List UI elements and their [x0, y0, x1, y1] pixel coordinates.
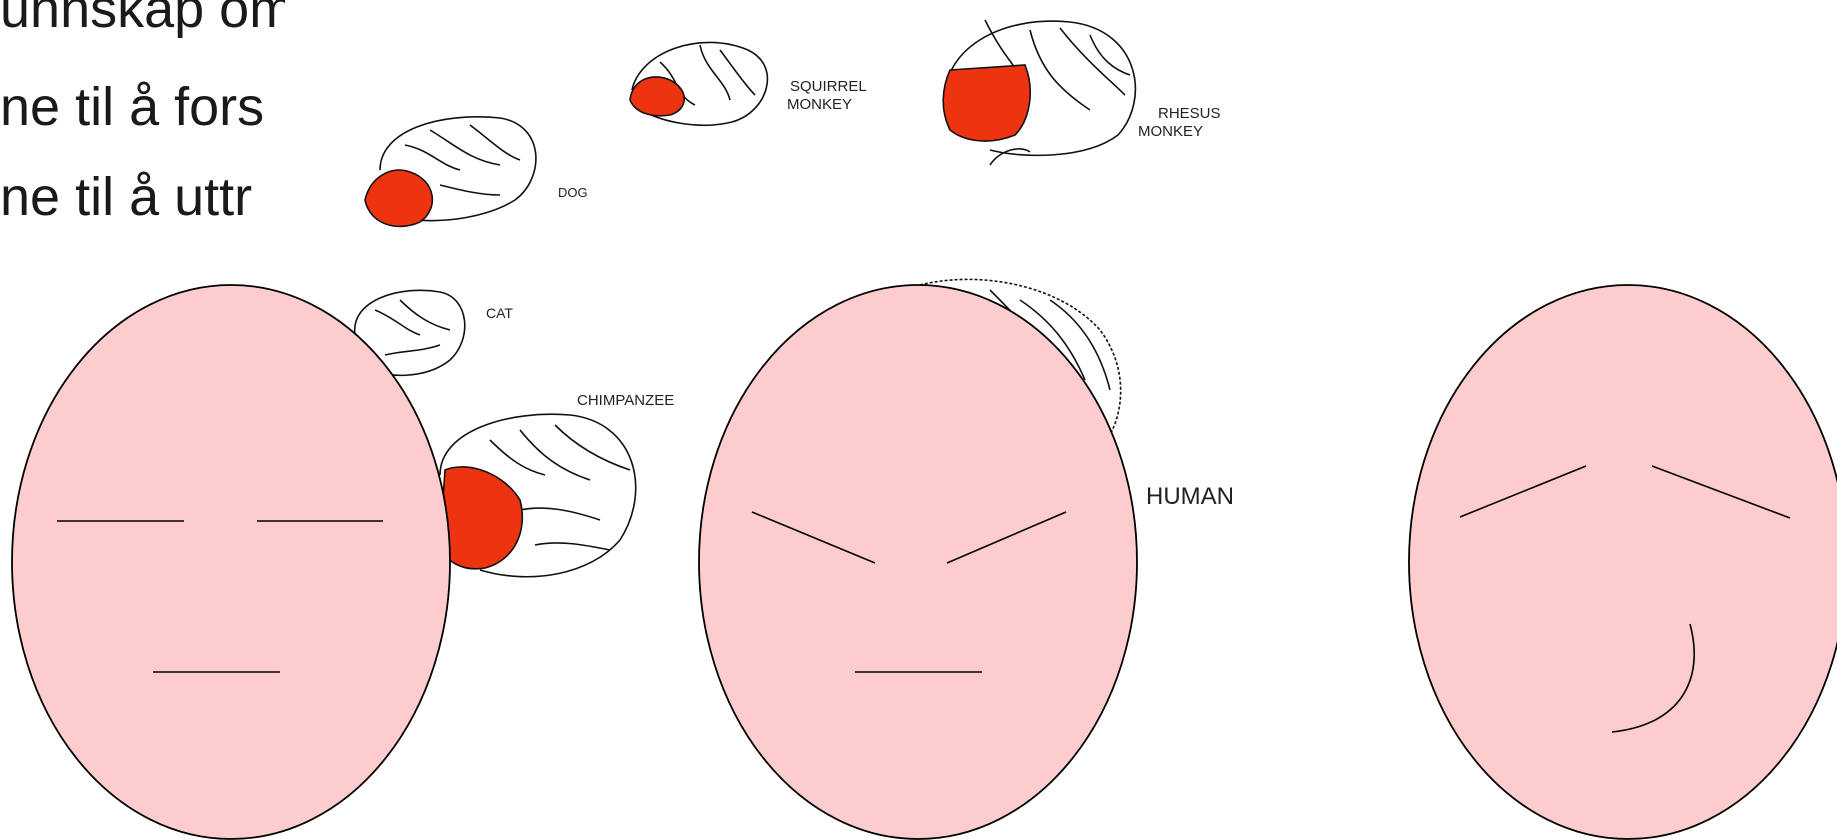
- face-smirk: [1409, 285, 1837, 839]
- face-angry: [699, 285, 1137, 839]
- label-human: HUMAN: [1146, 483, 1234, 510]
- label-rhesus-monkey-line1: RHESUS: [1158, 105, 1221, 122]
- face-neutral: [12, 285, 450, 839]
- chimpanzee-brain: CHIMPANZEE: [440, 392, 674, 577]
- label-chimpanzee: CHIMPANZEE: [577, 392, 674, 409]
- label-cat: CAT: [486, 305, 513, 321]
- face-neutral-outline: [12, 285, 450, 839]
- face-smirk-outline: [1409, 285, 1837, 839]
- label-squirrel-monkey-line1: SQUIRREL: [790, 78, 867, 95]
- label-squirrel-monkey-line2: MONKEY: [787, 96, 852, 113]
- label-rhesus-monkey-line2: MONKEY: [1138, 123, 1203, 140]
- label-dog: DOG: [558, 185, 588, 200]
- face-angry-outline: [699, 285, 1137, 839]
